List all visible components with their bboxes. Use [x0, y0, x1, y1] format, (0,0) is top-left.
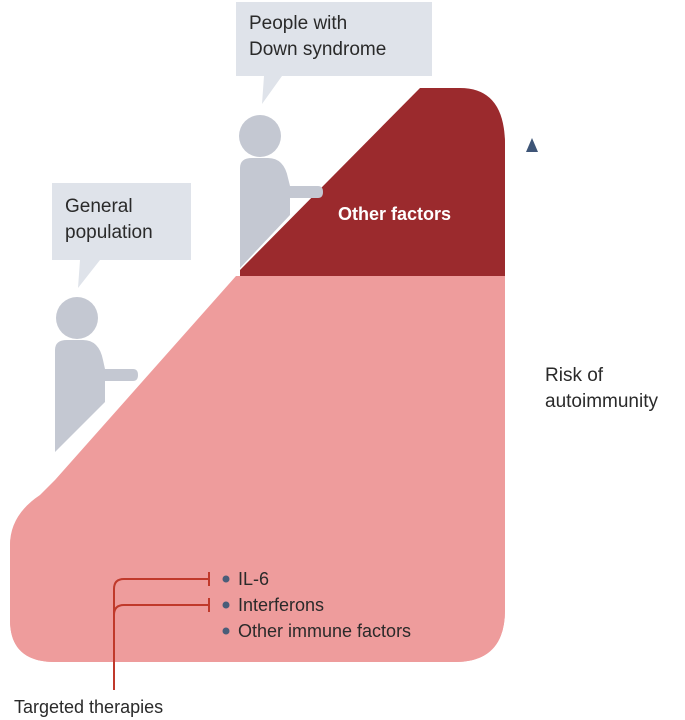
- bubble-line: General: [65, 196, 133, 217]
- speech-bubble-down-syndrome: People with Down syndrome: [236, 2, 432, 104]
- bullet-dot: [222, 627, 230, 635]
- risk-arrow: [526, 138, 538, 618]
- other-factors-cap: [240, 88, 505, 276]
- bubble-line: People with: [249, 13, 347, 34]
- factor-item: Interferons: [238, 595, 324, 615]
- bullet-dot: [222, 601, 230, 609]
- speech-bubble-general: General population: [52, 183, 191, 288]
- base-fill: [10, 276, 505, 662]
- inhibition-icon: [113, 572, 210, 690]
- factor-list: IL-6 Interferons Other immune factors: [222, 569, 411, 641]
- therapy-label: Targeted therapies: [14, 697, 163, 717]
- arrow-up-icon: [526, 138, 538, 152]
- person-icon: [55, 297, 138, 452]
- bubble-line: population: [65, 222, 153, 243]
- bullet-dot: [222, 575, 230, 583]
- risk-axis-label: autoimmunity: [545, 391, 658, 412]
- other-factors-label: Other factors: [338, 204, 451, 224]
- risk-axis-label: Risk of: [545, 365, 604, 386]
- factor-item: IL-6: [238, 569, 269, 589]
- person-icon: [239, 115, 323, 268]
- bubble-line: Down syndrome: [249, 39, 386, 60]
- factor-item: Other immune factors: [238, 621, 411, 641]
